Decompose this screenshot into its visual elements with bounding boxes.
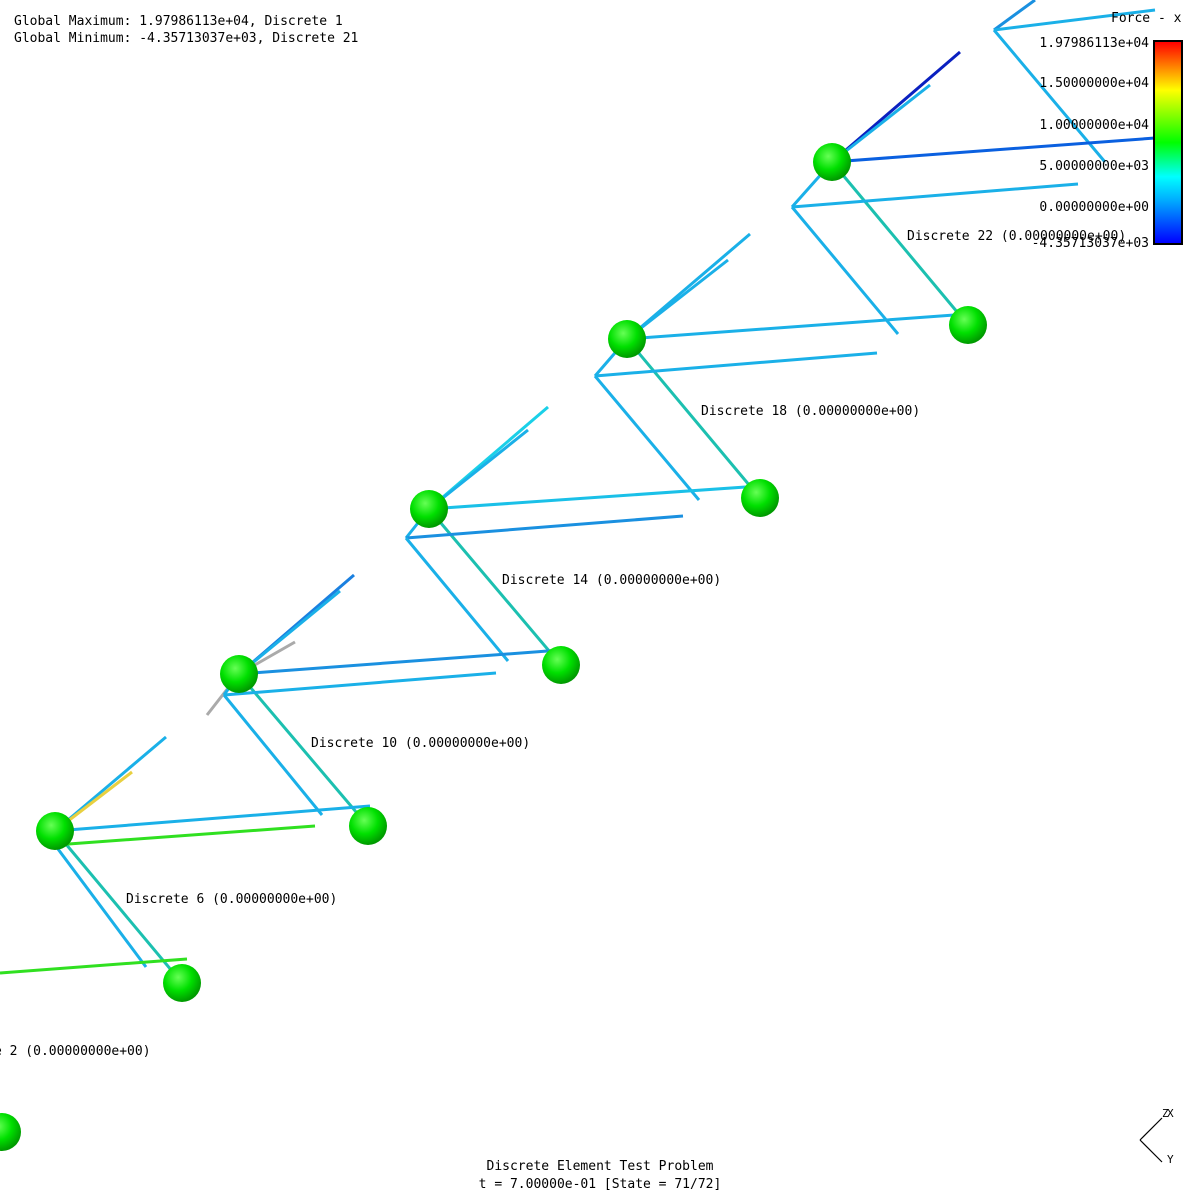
nodes bbox=[0, 143, 987, 1151]
legend-tick-label: 5.00000000e+03 bbox=[1039, 159, 1149, 174]
discrete-element bbox=[0, 957, 188, 975]
discrete-elements bbox=[0, 0, 1156, 984]
discrete-element bbox=[626, 258, 729, 341]
axis-triad bbox=[1139, 1117, 1163, 1163]
legend-tick-label: 0.00000000e+00 bbox=[1039, 200, 1149, 215]
element-label: Discrete 14 (0.00000000e+00) bbox=[502, 573, 722, 588]
discrete-element bbox=[831, 136, 1156, 164]
discrete-element bbox=[404, 537, 510, 662]
node-sphere bbox=[349, 807, 387, 845]
discrete-element bbox=[54, 824, 316, 847]
node-sphere bbox=[741, 479, 779, 517]
legend-tick-label: 1.50000000e+04 bbox=[1039, 76, 1149, 91]
node-sphere bbox=[608, 320, 646, 358]
discrete-element bbox=[993, 8, 1156, 32]
axis-z-label: Z bbox=[1162, 1107, 1169, 1120]
discrete-element bbox=[54, 804, 371, 833]
global-maximum-text: Global Maximum: 1.97986113e+04, Discrete… bbox=[14, 14, 343, 29]
discrete-element bbox=[791, 182, 1079, 209]
node-sphere bbox=[813, 143, 851, 181]
discrete-element bbox=[993, 0, 1036, 32]
discrete-element bbox=[831, 83, 931, 164]
legend-tick-label: 1.97986113e+04 bbox=[1039, 36, 1149, 51]
legend-tick-label: -4.35713037e+03 bbox=[1031, 236, 1149, 251]
discrete-element bbox=[594, 351, 878, 378]
discrete-element bbox=[625, 338, 762, 499]
discrete-element bbox=[428, 484, 761, 511]
discrete-element bbox=[238, 648, 562, 676]
axis-y-label: Y bbox=[1167, 1153, 1174, 1166]
element-label: e 2 (0.00000000e+00) bbox=[0, 1044, 151, 1059]
discrete-element bbox=[626, 312, 969, 341]
legend-title: Force - x bbox=[1111, 11, 1182, 26]
node-sphere bbox=[220, 655, 258, 693]
discrete-element bbox=[53, 844, 148, 968]
color-bar bbox=[1153, 40, 1183, 245]
node-sphere bbox=[0, 1113, 21, 1151]
discrete-element bbox=[790, 206, 900, 335]
problem-title: Discrete Element Test Problem bbox=[486, 1159, 714, 1174]
discrete-element bbox=[830, 161, 970, 326]
discrete-element bbox=[405, 514, 684, 540]
axis-x-label: X bbox=[1167, 1107, 1174, 1120]
discrete-element bbox=[223, 671, 497, 697]
discrete-element bbox=[593, 375, 701, 501]
discrete-element bbox=[238, 589, 341, 676]
element-label: Discrete 18 (0.00000000e+00) bbox=[701, 404, 921, 419]
node-sphere bbox=[163, 964, 201, 1002]
legend-tick-label: 1.00000000e+04 bbox=[1039, 118, 1149, 133]
element-label: Discrete 6 (0.00000000e+00) bbox=[126, 892, 338, 907]
node-sphere bbox=[36, 812, 74, 850]
discrete-element bbox=[53, 830, 184, 984]
discrete-element bbox=[222, 694, 324, 816]
node-sphere bbox=[542, 646, 580, 684]
element-label: Discrete 10 (0.00000000e+00) bbox=[311, 736, 531, 751]
element-label: Discrete 22 (0.00000000e+00) bbox=[907, 229, 1127, 244]
node-sphere bbox=[949, 306, 987, 344]
discrete-element bbox=[237, 673, 370, 827]
discrete-element bbox=[428, 428, 529, 511]
discrete-element bbox=[992, 29, 1107, 163]
node-sphere bbox=[410, 490, 448, 528]
time-state-text: t = 7.00000e-01 [State = 71/72] bbox=[478, 1177, 722, 1192]
global-minimum-text: Global Minimum: -4.35713037e+03, Discret… bbox=[14, 31, 359, 46]
